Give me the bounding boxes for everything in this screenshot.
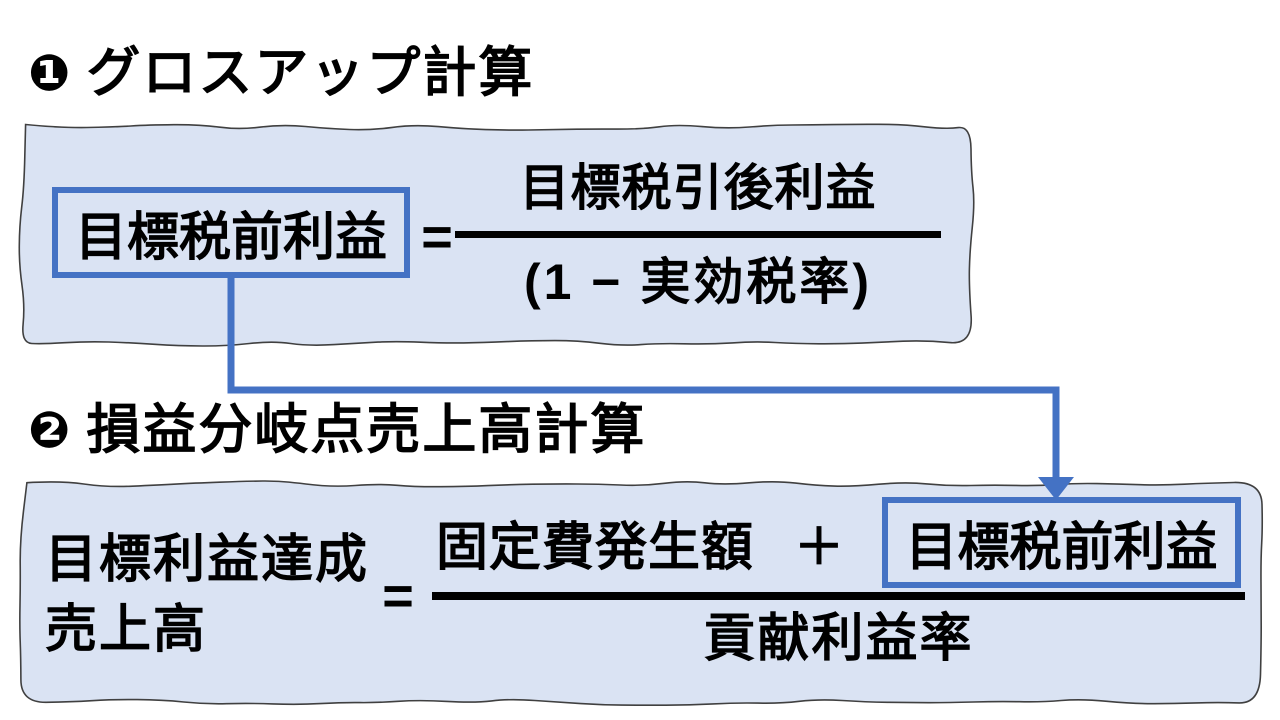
fraction-bar (432, 592, 1245, 600)
fraction-bar (455, 231, 941, 238)
target-pretax-profit-box: 目標税前利益 (52, 187, 410, 278)
section-1-number-badge: ❶ (28, 45, 71, 101)
formula-2-numerator-term2: 目標税前利益 (905, 519, 1218, 577)
formula-2-lhs-line1: 目標利益達成 (45, 531, 370, 589)
formula-1-lhs: 目標税前利益 (74, 209, 387, 267)
section-2-heading: ❷ 損益分岐点売上高計算 (28, 399, 646, 461)
formula-2-equals: = (382, 566, 414, 626)
formula-1-numerator: 目標税引後利益 (519, 160, 877, 216)
formula-2-denominator: 貢献利益率 (703, 610, 974, 668)
formula-2: 目標利益達成 売上高 = 固定費発生額 ＋ 目標税前利益 貢献利益率 (18, 480, 1265, 706)
formula-1-fraction: 目標税引後利益 (1 − 実効税率) (455, 154, 941, 314)
fixed-cost-term: 固定費発生額 (435, 519, 754, 577)
section-2-title: 損益分岐点売上高計算 (86, 400, 647, 460)
formula-1-equals: = (421, 207, 453, 267)
plus-operator: ＋ (794, 518, 844, 575)
formula-2-lhs: 目標利益達成 売上高 (45, 525, 369, 665)
formula-2-panel: 目標利益達成 売上高 = 固定費発生額 ＋ 目標税前利益 貢献利益率 (18, 480, 1265, 707)
section-2-number-badge: ❷ (28, 402, 71, 458)
section-1-heading: ❶ グロスアップ計算 (28, 42, 534, 104)
formula-2-lhs-line2: 売上高 (45, 601, 208, 659)
formula-2-fraction: 固定費発生額 ＋ 目標税前利益 貢献利益率 (432, 497, 1245, 668)
section-1-title: グロスアップ計算 (86, 43, 535, 103)
formula-1-denominator: (1 − 実効税率) (523, 254, 873, 310)
formula-2-numerator: 固定費発生額 ＋ 目標税前利益 (432, 497, 1245, 588)
formula-1: 目標税前利益 = 目標税引後利益 (1 − 実効税率) (18, 123, 976, 347)
target-pretax-profit-box-2: 目標税前利益 (882, 497, 1241, 588)
formula-1-panel: 目標税前利益 = 目標税引後利益 (1 − 実効税率) (18, 123, 976, 347)
